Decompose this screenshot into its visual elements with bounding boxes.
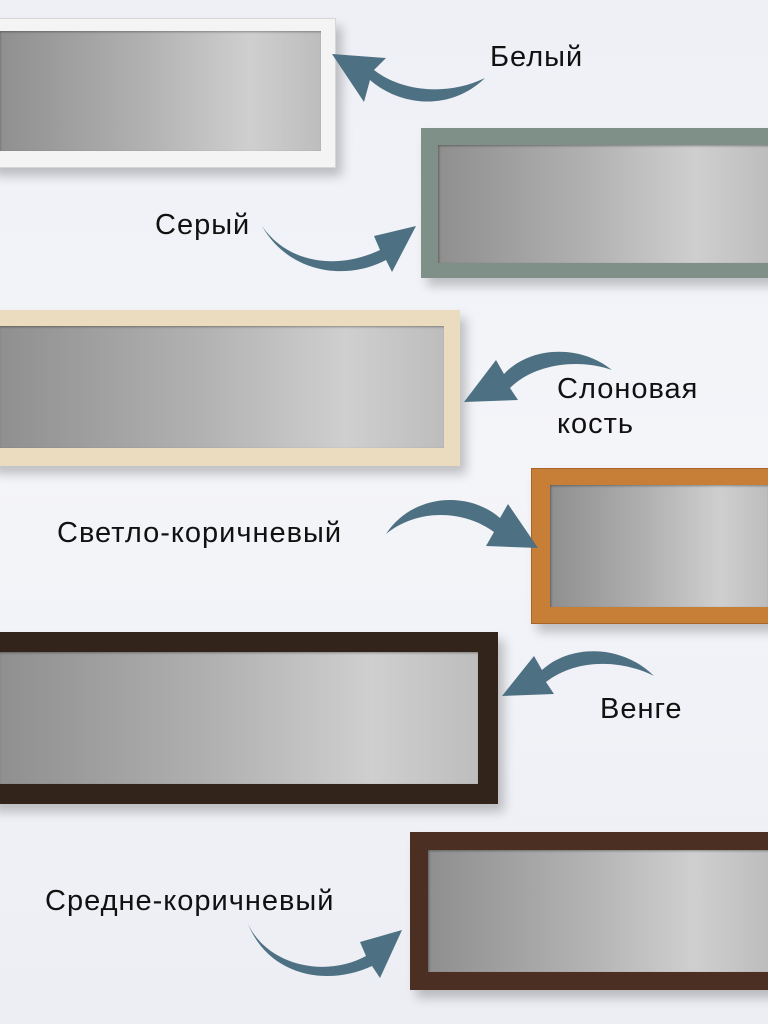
light-brown-mirror-frame (531, 468, 768, 624)
mirror-glass (0, 326, 444, 448)
label-medium-brown: Средне-коричневый (45, 885, 335, 917)
curved-arrow-icon (248, 924, 402, 978)
ivory-mirror-frame (0, 310, 460, 466)
curved-arrow-icon (502, 651, 654, 696)
gray-mirror-frame (421, 128, 768, 278)
label-light-brown: Светло-коричневый (57, 517, 343, 549)
label-gray: Серый (155, 209, 251, 241)
label-ivory-line1: Слоновая (557, 373, 699, 405)
label-wenge: Венге (600, 693, 683, 725)
label-white: Белый (490, 41, 584, 73)
mirror-glass (550, 485, 768, 607)
mirror-glass (0, 31, 321, 151)
curved-arrow-icon (386, 499, 538, 548)
mirror-glass (438, 145, 768, 263)
curved-arrow-icon (332, 54, 485, 102)
curved-arrow-icon (262, 226, 416, 272)
wenge-mirror-frame (0, 632, 498, 804)
mirror-glass (428, 850, 768, 972)
label-ivory-line2: кость (557, 408, 635, 440)
curved-arrow-icon (464, 351, 612, 402)
white-mirror-frame (0, 18, 336, 168)
mirror-glass (0, 652, 478, 784)
medium-brown-mirror-frame (410, 832, 768, 990)
